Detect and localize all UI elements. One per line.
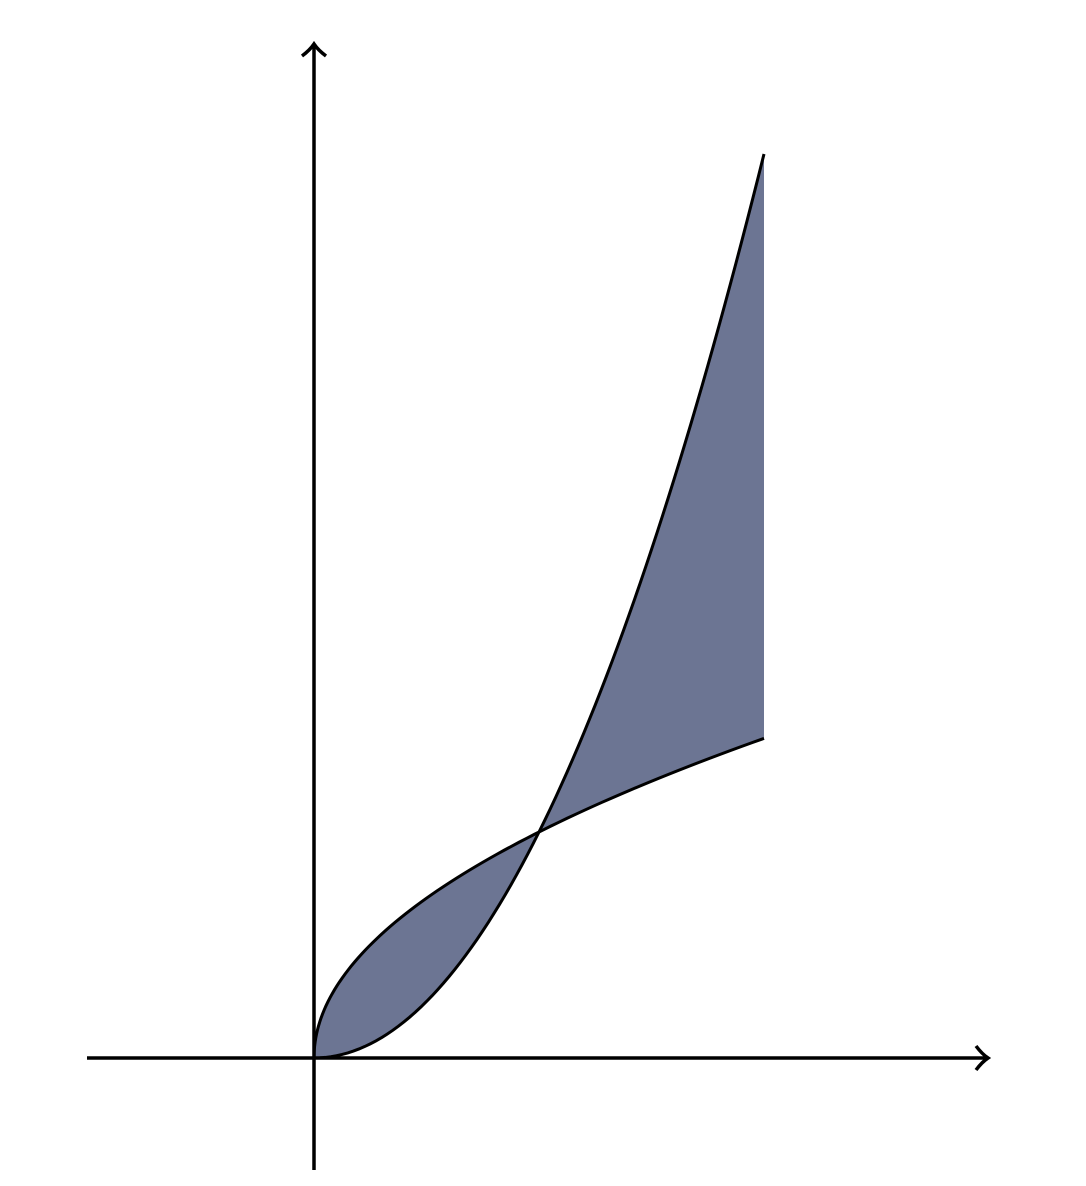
axes xyxy=(87,40,992,1170)
shaded-region-right xyxy=(539,154,764,832)
x-axis-arrowhead xyxy=(974,1044,992,1072)
sqrt-curve xyxy=(312,736,765,1059)
square-curve xyxy=(313,153,766,1060)
y-axis-arrowhead xyxy=(300,40,328,58)
shaded-region-left xyxy=(314,832,539,1058)
shaded-regions xyxy=(314,154,764,1058)
curves xyxy=(312,153,766,1060)
